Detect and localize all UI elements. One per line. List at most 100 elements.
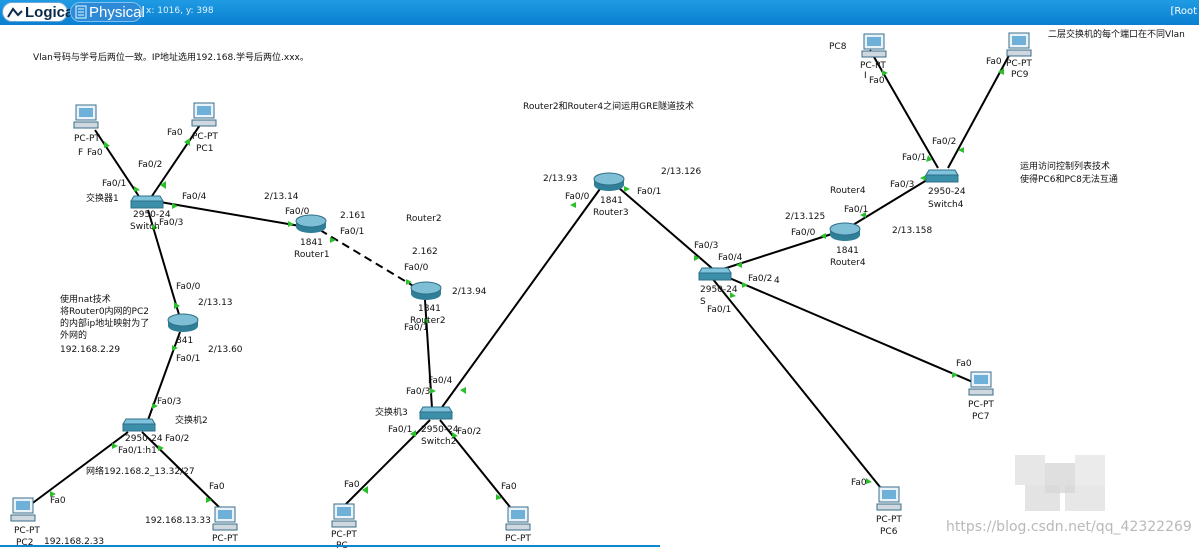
tab-logical-label: Logical [25,4,78,21]
tab-physical[interactable]: Physical [70,2,145,22]
switch-mid-model: 2950-24 [700,285,738,295]
port-label: Fa0 [986,57,1002,67]
cursor-coordinates: x: 1016, y: 398 [146,6,214,16]
pc1-name: PC1 [196,144,214,154]
logical-icon [7,7,23,18]
router-icon[interactable] [294,213,328,235]
port-label: Fa0/2 [748,274,773,284]
nat-note-line2: 将Router0内网的PC2 [60,307,149,317]
link-sw1-r1 [159,201,301,227]
pc-icon[interactable] [73,104,99,130]
pc-icon[interactable] [968,371,994,397]
root-breadcrumb[interactable]: [Root [1170,6,1197,17]
router-icon[interactable] [409,280,443,302]
port-label: Fa0 [869,76,885,86]
pc6-name: PC6 [880,527,898,537]
router1-model: 1841 [300,238,323,248]
pc-icon[interactable] [10,497,36,523]
switch4-name: Switch4 [928,200,964,210]
router1-name: Router1 [294,250,330,260]
port-label: Fa0 [956,359,972,369]
router0-model: 841 [176,336,194,346]
pc7-name: PC7 [972,412,990,422]
ip-label: 2/13.60 [208,345,243,355]
switch1-cn-label: 交换器1 [86,194,119,204]
pc8-name: PC8 [829,42,847,52]
router-icon[interactable] [166,312,200,334]
port-label: Fa0/4 [718,253,743,263]
blurred-region [1015,455,1107,511]
port-label: Fa0/0 [404,263,429,273]
port-label: I [864,71,867,81]
port-label: Fa0/4 [428,376,453,386]
port-label: Fa0/3 [159,218,184,228]
tab-physical-label: Physical [89,4,145,21]
port-label: Fa0 [851,478,867,488]
port-label: 4 [774,276,780,286]
port-label: Fa0/3 [694,241,719,251]
port-label: Fa0 [50,496,66,506]
switch2-model: 2950-24 [125,434,163,444]
port-label: Fa0/2 [165,434,190,444]
router-icon[interactable] [828,221,862,243]
link-swm-pc6 [711,277,885,493]
nat-note-line1: 使用nat技术 [60,295,111,305]
switch-mid-name: S [700,297,706,307]
port-label: Fa0/3 [890,180,915,190]
switch-icon[interactable] [925,166,959,184]
port-label: Fa0/1 [902,153,927,163]
acl-note-line1: 运用访问控制列表技术 [1020,162,1111,172]
link-sw4-pc9 [947,49,1013,169]
router4-top-label: Router4 [830,186,866,196]
switch-icon[interactable] [130,192,164,210]
link-r4-sw4 [847,171,941,229]
link-swm-pc7 [719,273,976,384]
ip-label: 2.162 [412,247,438,257]
pc-icon[interactable] [505,506,531,532]
pc-icon[interactable] [331,503,357,529]
ip-label: 2/13.93 [543,174,578,184]
router3-model: 1841 [600,196,623,206]
port-label: F [78,148,84,158]
port-label: Fa0/1 [637,187,662,197]
port-label: Fa0/0 [791,228,816,238]
ip-label: 2/13.14 [264,192,299,202]
ip-label: 2/13.94 [452,287,487,297]
port-label: Fa0 [87,148,103,158]
switch-icon[interactable] [419,403,453,421]
port-label: Fa0/2 [138,160,163,170]
router2-model: 1841 [418,304,441,314]
ip-label: 2/13.125 [785,212,826,222]
pc6-type: PC-PT [876,515,902,525]
port-label: Fa0 [167,128,183,138]
pc-icon[interactable] [876,486,902,512]
pc2-ip-note: 192.168.2.33 [44,537,105,547]
nat-note-line5: 192.168.2.29 [60,345,121,355]
router4-name: Router4 [830,258,866,268]
pc-icon[interactable] [212,506,238,532]
port-label: Fa0/1:h1 [118,446,157,456]
router-icon[interactable] [592,171,626,193]
network-note: 网络192.168.2_13.32/27 [86,467,195,477]
switch3-name: Switch2 [421,437,457,447]
port-label: Fa0/3 [406,387,431,397]
tab-logical[interactable]: Logical [2,2,78,22]
pc2-name: PC2 [16,538,34,548]
link-r1-r2 [319,229,421,291]
port-label: Fa0/1 [102,179,127,189]
switch-icon[interactable] [122,415,156,433]
link-sw3-r3 [439,181,606,411]
pc-icon[interactable] [1006,32,1032,58]
watermark: https://blog.csdn.net/qq_42322269 [946,519,1192,535]
port-label: Fa0/4 [182,192,207,202]
switch-icon[interactable] [698,264,732,282]
port-label: Fa0/1 [176,354,201,364]
port-label: Fa0/1 [340,227,365,237]
port-label: Fa0/0 [176,282,201,292]
pc-icon[interactable] [861,33,887,59]
switch3-cn-label: 交换机3 [375,408,408,418]
router3-name: Router3 [593,208,629,218]
ip-label: 2/13.13 [198,298,233,308]
pc-icon[interactable] [191,102,217,128]
port-label: Fa0/3 [157,397,182,407]
